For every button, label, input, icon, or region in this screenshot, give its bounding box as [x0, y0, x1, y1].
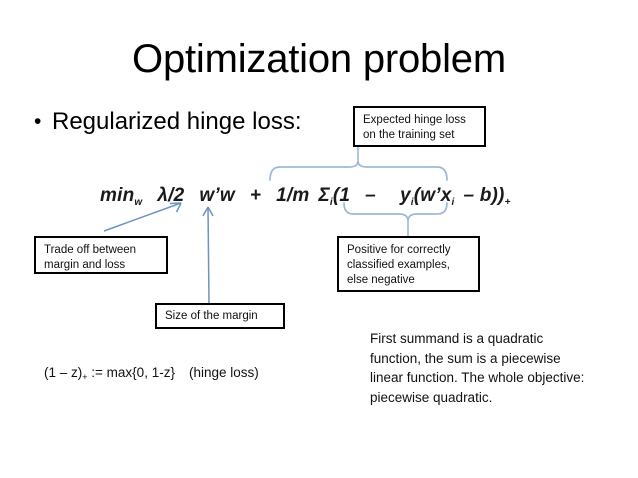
note-quadratic-explanation: First summand is a quadratic function, t… — [370, 331, 585, 405]
callout-positive-term-line2: classified examples, — [347, 259, 450, 271]
formula-sigma-subscript: i — [329, 197, 333, 208]
formula-sigma: Σ — [318, 185, 330, 206]
formula-one-over-m: 1/m — [276, 185, 310, 206]
hinge-loss-definition: (1 – z)+ := max{0, 1-z} (hinge loss) — [44, 363, 259, 387]
callout-size-of-margin-label: Size of the margin — [165, 310, 258, 322]
callout-size-of-margin: Size of the margin — [155, 303, 285, 329]
formula-minus-operator: – — [365, 185, 376, 206]
formula-y-term: y — [399, 185, 411, 206]
formula-min-subscript: w — [134, 197, 143, 208]
callout-trade-off-line2: margin and loss — [44, 259, 126, 271]
formula-lambda-term: λ/2 — [157, 185, 185, 206]
callout-positive-term-line3: else negative — [347, 274, 415, 286]
formula-x-subscript: i — [451, 197, 455, 208]
callout-positive-term: Positive for correctly classified exampl… — [337, 236, 480, 292]
callout-trade-off: Trade off between margin and loss — [34, 236, 168, 274]
bullet-list-item: • Regularized hinge loss: — [34, 106, 364, 138]
callout-positive-term-line1: Positive for correctly — [347, 244, 451, 256]
page-title: Optimization problem — [132, 37, 506, 81]
hinge-definition-label: (hinge loss) — [188, 365, 259, 380]
formula-minus-b: – b)) — [463, 185, 505, 206]
hinge-definition-rhs: := max{0, 1-z} — [87, 365, 175, 380]
hinge-definition-plus-subscript: + — [82, 372, 88, 382]
callout-trade-off-line1: Trade off between — [44, 244, 137, 256]
bullet-marker: • — [34, 110, 42, 133]
brace-expected-hinge-loss — [269, 160, 448, 181]
callout-expected-hinge-loss: Expected hinge loss on the training set — [353, 106, 486, 147]
formula-quadratic-term: w’w — [199, 185, 235, 206]
formula-min: min — [100, 185, 135, 206]
callout-expected-hinge-loss-line2: on the training set — [363, 129, 455, 141]
formula-plus-subscript: + — [504, 197, 511, 208]
formula-plus-operator: + — [249, 185, 262, 206]
connector-arrow-size-of-margin — [207, 206, 210, 304]
formula-inner-open: (w’x — [413, 185, 452, 206]
callout-expected-hinge-loss-line1: Expected hinge loss — [363, 114, 466, 126]
hinge-definition-lhs: (1 – z) — [44, 365, 83, 380]
bullet-label: Regularized hinge loss: — [52, 108, 302, 135]
formula-open-one: (1 — [332, 185, 351, 206]
